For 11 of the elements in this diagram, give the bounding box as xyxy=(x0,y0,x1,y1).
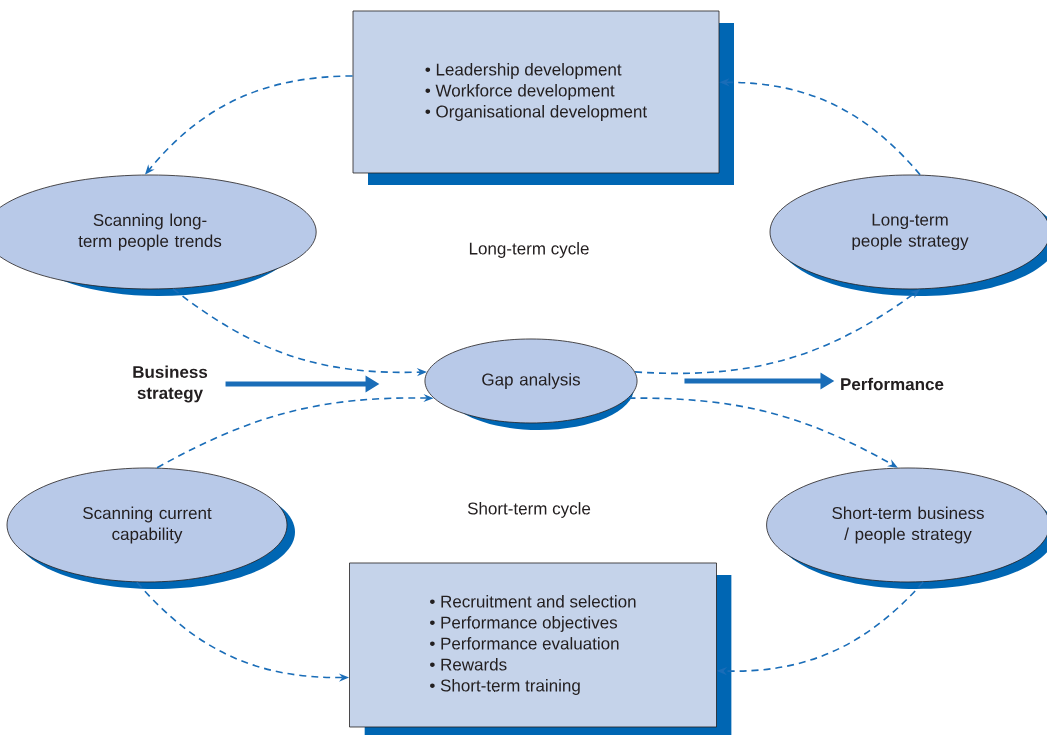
bold-label: Performance xyxy=(841,377,944,391)
ellipse-node: Scanning long-term people trends xyxy=(0,174,317,296)
cycle-label: Long-term cycle xyxy=(469,242,589,258)
cycle-label: Short-term cycle xyxy=(467,502,591,518)
bold-label: Business strategy xyxy=(133,365,208,403)
ellipse-node: Gap analysis xyxy=(424,338,638,430)
list-box: • Recruitment and selection • Performance objectives • Performance evaluation • Rewards • Short-term training xyxy=(349,562,732,735)
ellipse-node: Long-term people strategy xyxy=(769,174,1047,296)
list-box: • Leadership development • Workforce development • Organisational development xyxy=(352,10,734,185)
ellipse-node: Scanning current capability xyxy=(6,467,295,589)
ellipse-node: Short-term business / people strategy xyxy=(766,467,1047,589)
